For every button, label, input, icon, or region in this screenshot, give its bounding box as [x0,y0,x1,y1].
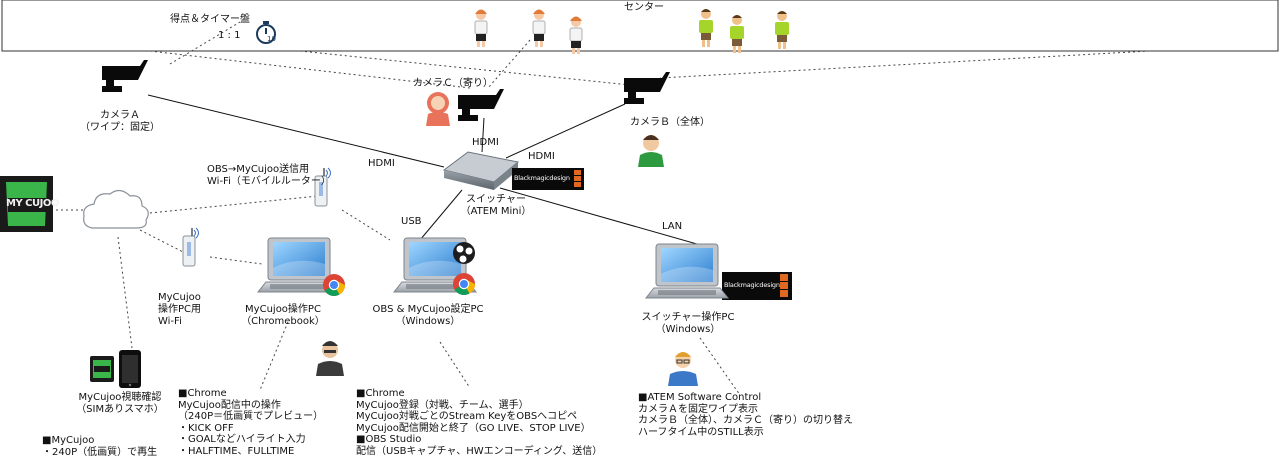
mycujoo-logo-small [90,356,114,382]
camera-b-icon [624,72,670,104]
note-atem: ■ATEM Software Control カメラＡを固定ワイプ表示 カメラＢ… [638,392,853,438]
smartphone-label: MyCujoo視聴確認 （SIMありスマホ） [76,392,164,415]
switcher-pc-label: スイッチャー操作PC （Windows） [641,312,735,335]
camera-b-label: カメラＢ（全体） [630,117,710,128]
blackmagic-logo-pc [722,272,792,300]
bmd-text-switcher: Blackmagicdesign [514,174,570,182]
person-icon-b [638,135,664,167]
camera-c-label: カメラＣ（寄り） [413,78,493,89]
obs-icon [453,242,475,264]
dashed-lines [56,21,1151,396]
obs-pc-label: OBS & MyCujoo設定PC （Windows） [372,304,484,327]
switcher-label: スイッチャー （ATEM Mini） [460,194,532,217]
chromebook-label: MyCujoo操作PC （Chromebook） [241,304,325,327]
field-box [1,0,1279,52]
smartphone-icon [119,350,141,388]
timer-text: 10 [267,35,276,43]
blackmagic-logo-switcher [512,168,584,190]
timer-icon [256,21,276,44]
chrome-icon-chromebook [323,274,345,296]
camera-c-icon [458,89,504,121]
person-icon-c [426,92,450,126]
note-mycujoo: ■MyCujoo ・240P（低画質）で再生 [42,435,158,458]
hdmi-label-c: HDMI [472,137,499,148]
person-icon-atem [668,352,698,386]
score-text: 1 : 1 [218,30,241,41]
scoreboard-label: 得点＆タイマー盤 [170,14,250,25]
lan-label: LAN [662,221,683,232]
cloud-icon [83,189,149,229]
bmd-text-pc: Blackmagicdesign [724,281,780,289]
mycujoo-logo [0,176,53,232]
router-icon-pc [182,227,200,267]
note-chromebook: ■Chrome MyCujoo配信中の操作 （240P＝低画質でプレビュー） ・… [178,388,324,457]
person-icon-operator [316,341,344,376]
hdmi-label-b: HDMI [528,151,555,162]
usb-label: USB [401,216,422,227]
wifi-obs-label: OBS→MyCujoo送信用 Wi-Fi（モバイルルーター） [207,164,331,187]
mycujoo-logo-text: MY CUJOO [6,198,59,209]
camera-a-icon [102,60,148,92]
chrome-icon-obs [453,273,475,295]
laptop-icon-switcher [645,243,729,299]
cable-lines [147,94,719,251]
hdmi-label-a: HDMI [368,158,395,169]
center-label: センター [624,2,664,13]
wifi-pc-label: MyCujoo 操作PC用 Wi-Fi [158,292,202,327]
note-obs-pc: ■Chrome MyCujoo登録（対戦、チーム、選手） MyCujoo対戦ごと… [356,388,603,457]
camera-a-label: カメラＡ （ワイプ：固定） [80,110,160,133]
